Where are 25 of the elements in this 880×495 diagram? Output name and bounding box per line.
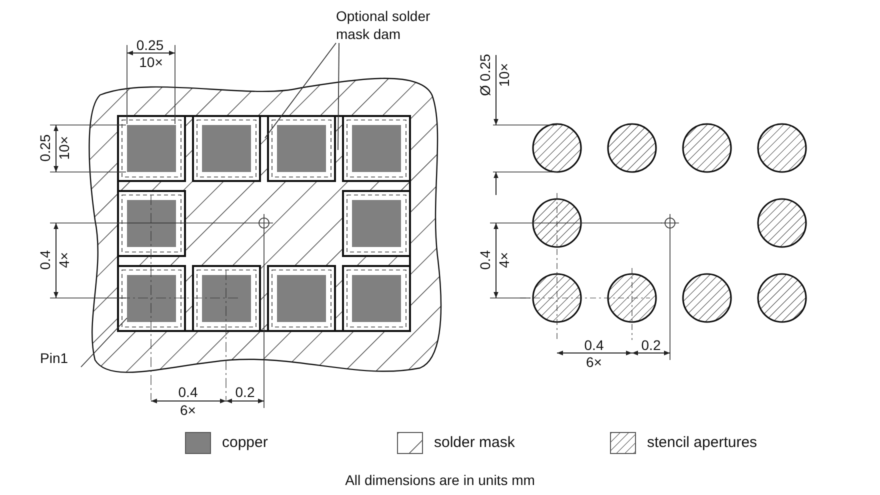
- dimension-label: 0.4: [584, 337, 604, 353]
- dimension-label: 10×: [496, 63, 512, 87]
- legend-label: copper: [222, 434, 268, 452]
- dimension-label: 10×: [56, 136, 72, 160]
- dimension-label: 6×: [180, 402, 196, 418]
- caption: All dimensions are in units mm: [344, 472, 536, 488]
- dimension-label: 4×: [56, 252, 72, 268]
- leader-line: [80, 318, 128, 368]
- dimension-label: 0.4: [37, 250, 53, 270]
- dimension-label: 4×: [496, 252, 512, 268]
- dimension-label: 6×: [586, 354, 602, 370]
- leader-line: [338, 42, 340, 150]
- callout-text: Pin1: [40, 349, 80, 367]
- dimension-label: 10×: [139, 54, 163, 70]
- dimension-label: 0.4: [477, 250, 493, 270]
- leader-line: [264, 42, 336, 138]
- legend-label: stencil apertures: [647, 434, 758, 452]
- legend-label: solder mask: [434, 434, 515, 452]
- dimension-label: 0.25: [136, 37, 164, 53]
- dimension-label: 0.25: [37, 134, 53, 162]
- dimension-label: 0.2: [235, 384, 255, 400]
- callout-text: Optional solder mask dam: [336, 7, 448, 43]
- dimension-label: 0.4: [178, 384, 198, 400]
- dimension-label: 0.2: [641, 337, 661, 353]
- dimension-label: Ø 0.25: [477, 54, 493, 96]
